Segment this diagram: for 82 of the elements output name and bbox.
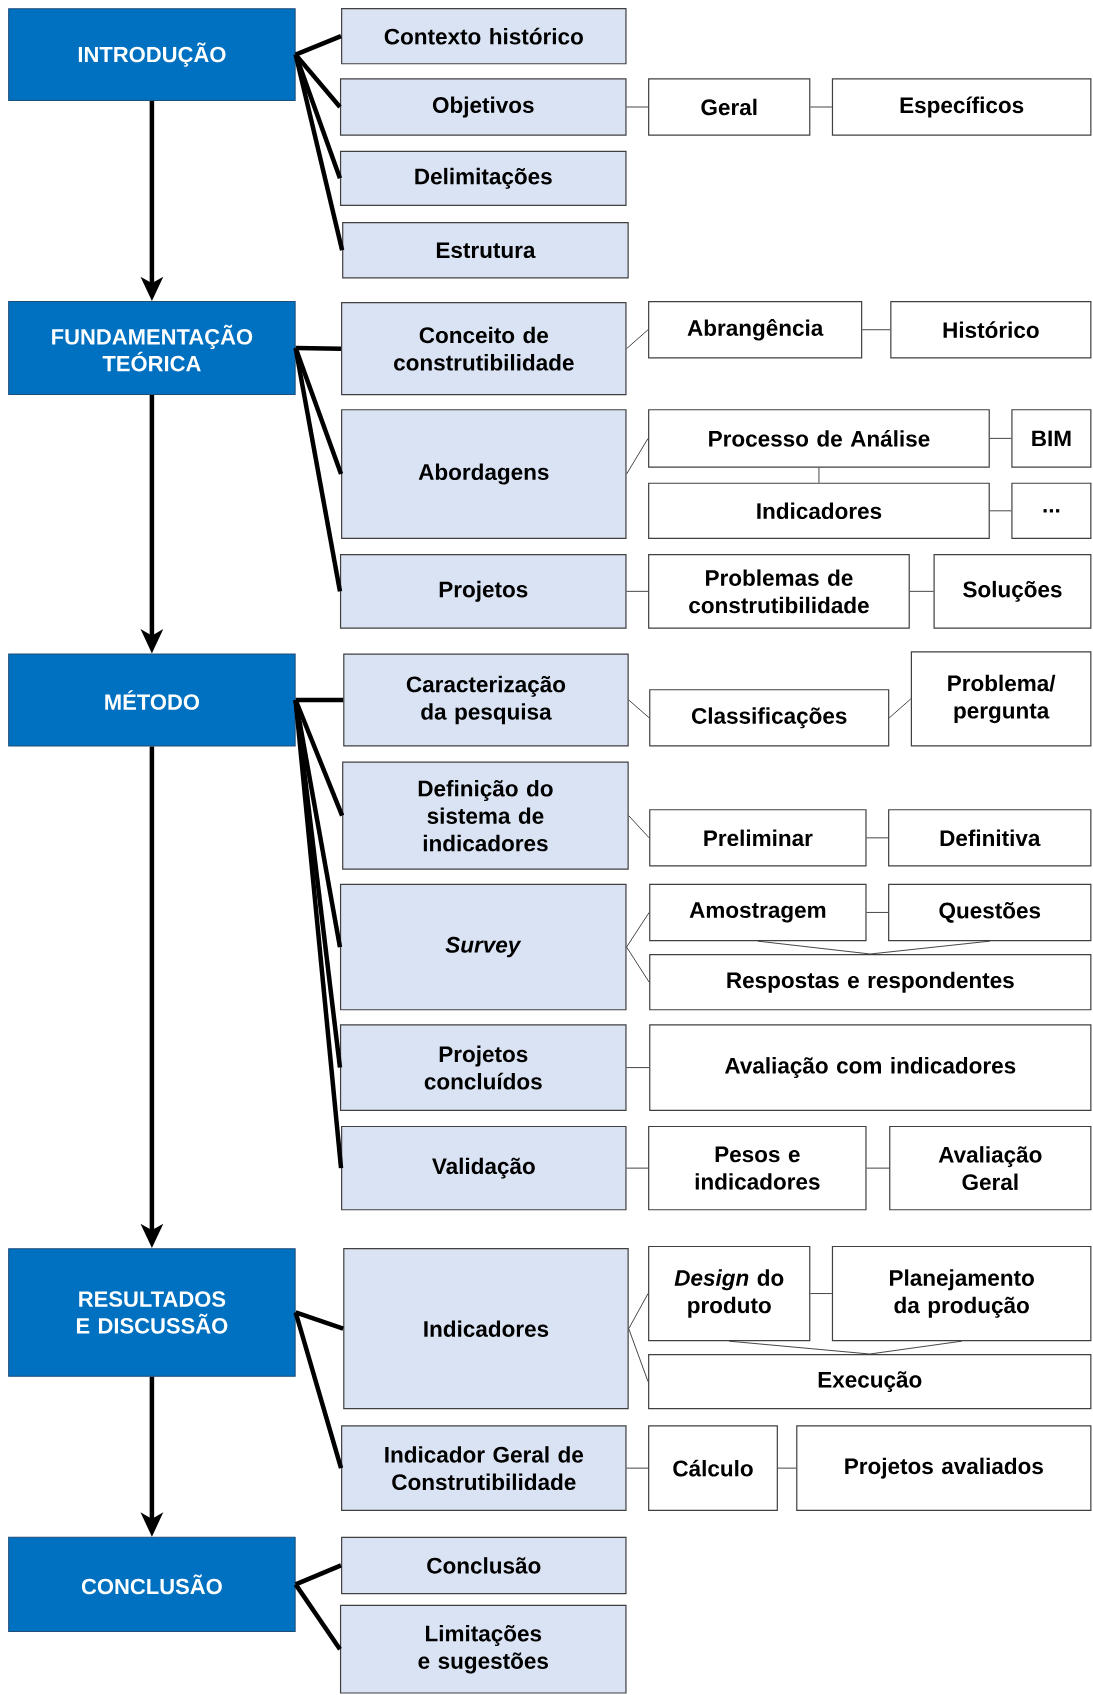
- topic-box: Survey: [339, 883, 627, 1011]
- connector-line: [818, 467, 820, 484]
- subtopic-box: Execução: [648, 1354, 1092, 1410]
- connector-line: [295, 697, 344, 703]
- subtopic-box: Soluções: [933, 554, 1092, 629]
- connector-line: [869, 940, 991, 955]
- connector-line: [626, 1067, 650, 1069]
- subtopic-box: Amostragem: [649, 883, 867, 942]
- connector-line: [626, 106, 649, 108]
- topic-box: Indicadores: [343, 1248, 629, 1410]
- topic-box: Conclusão: [341, 1536, 627, 1595]
- topic-box: Indicador Geral de Construtibilidade: [341, 1425, 627, 1511]
- connector-line: [626, 1467, 649, 1469]
- connector-line: [809, 106, 833, 108]
- connector-line: [293, 54, 345, 251]
- topic-box: Projetos concluídos: [339, 1024, 627, 1111]
- subtopic-box: Planejamento da produção: [831, 1245, 1092, 1342]
- topic-box: Abordagens: [341, 409, 627, 539]
- subtopic-box: Design do produto: [648, 1245, 811, 1342]
- connector-line: [294, 1563, 342, 1587]
- connector-line: [861, 329, 891, 331]
- subtopic-box: Respostas e respondentes: [649, 954, 1092, 1011]
- connector-line: [294, 34, 342, 57]
- connector-line: [293, 699, 344, 1169]
- subtopic-box: Classificações: [649, 689, 890, 747]
- subtopic-box: Projetos avaliados: [796, 1425, 1092, 1511]
- connector-line: [809, 1293, 833, 1294]
- connector-line: [866, 1167, 890, 1169]
- connector-line: [293, 1583, 342, 1651]
- subtopic-box: Processo de Análise: [648, 409, 990, 468]
- topic-box: Delimitações: [339, 150, 627, 206]
- topic-box: Conceito de construtibilidade: [341, 302, 627, 396]
- subtopic-box: ...: [1011, 482, 1092, 539]
- section-box: CONCLUSÃO: [8, 1536, 296, 1632]
- subtopic-box: Abrangência: [648, 301, 863, 359]
- subtopic-box: Indicadores: [648, 482, 990, 539]
- connector-line: [866, 837, 889, 839]
- subtopic-box: Histórico: [890, 301, 1092, 359]
- topic-box: Definição do sistema de indicadores: [342, 761, 629, 870]
- subtopic-box: Avaliação Geral: [889, 1125, 1092, 1211]
- topic-box: Validação: [341, 1125, 627, 1211]
- connector-line: [909, 590, 934, 592]
- connector-line: [628, 1293, 649, 1330]
- connector-line: [293, 347, 343, 592]
- topic-box: Limitações e sugestões: [339, 1604, 627, 1694]
- topic-box: Objetivos: [339, 78, 627, 136]
- connector-line: [628, 815, 650, 839]
- connector-line: [989, 437, 1012, 439]
- subtopic-box: Pesos e indicadores: [648, 1125, 867, 1211]
- connector-line: [626, 329, 649, 350]
- section-box: MÉTODO: [8, 653, 296, 747]
- subtopic-box: Geral: [648, 78, 811, 136]
- connector-line: [294, 1310, 344, 1331]
- subtopic-box: Cálculo: [648, 1425, 778, 1511]
- topic-box: Projetos: [339, 554, 627, 629]
- subtopic-box: Preliminar: [649, 809, 867, 867]
- section-box: FUNDAMENTAÇÃO TEÓRICA: [8, 301, 296, 396]
- connector-line: [888, 698, 912, 719]
- connector-line: [777, 1467, 797, 1469]
- connector-line: [293, 1311, 344, 1469]
- topic-box: Estrutura: [342, 222, 629, 279]
- subtopic-box: Problema/ pergunta: [910, 651, 1092, 747]
- connector-line: [295, 345, 342, 351]
- section-box: INTRODUÇÃO: [8, 8, 296, 102]
- connector-line: [626, 1167, 649, 1169]
- subtopic-box: Específicos: [831, 78, 1092, 136]
- subtopic-box: Definitiva: [888, 809, 1092, 867]
- connector-line: [866, 912, 889, 913]
- subtopic-box: BIM: [1011, 409, 1092, 468]
- connector-line: [728, 1340, 871, 1355]
- connector-line: [626, 437, 649, 475]
- connector-line: [628, 699, 650, 719]
- section-box: RESULTADOS E DISCUSSÃO: [8, 1248, 296, 1377]
- subtopic-box: Avaliação com indicadores: [649, 1024, 1092, 1111]
- connector-line: [626, 912, 650, 948]
- subtopic-box: Questões: [888, 883, 1092, 942]
- connector-line: [989, 510, 1012, 512]
- connector-line: [626, 946, 650, 983]
- topic-box: Caracterização da pesquisa: [343, 653, 629, 747]
- topic-box: Contexto histórico: [341, 8, 627, 65]
- subtopic-box: Problemas de construtibilidade: [648, 554, 910, 629]
- connector-line: [626, 590, 649, 592]
